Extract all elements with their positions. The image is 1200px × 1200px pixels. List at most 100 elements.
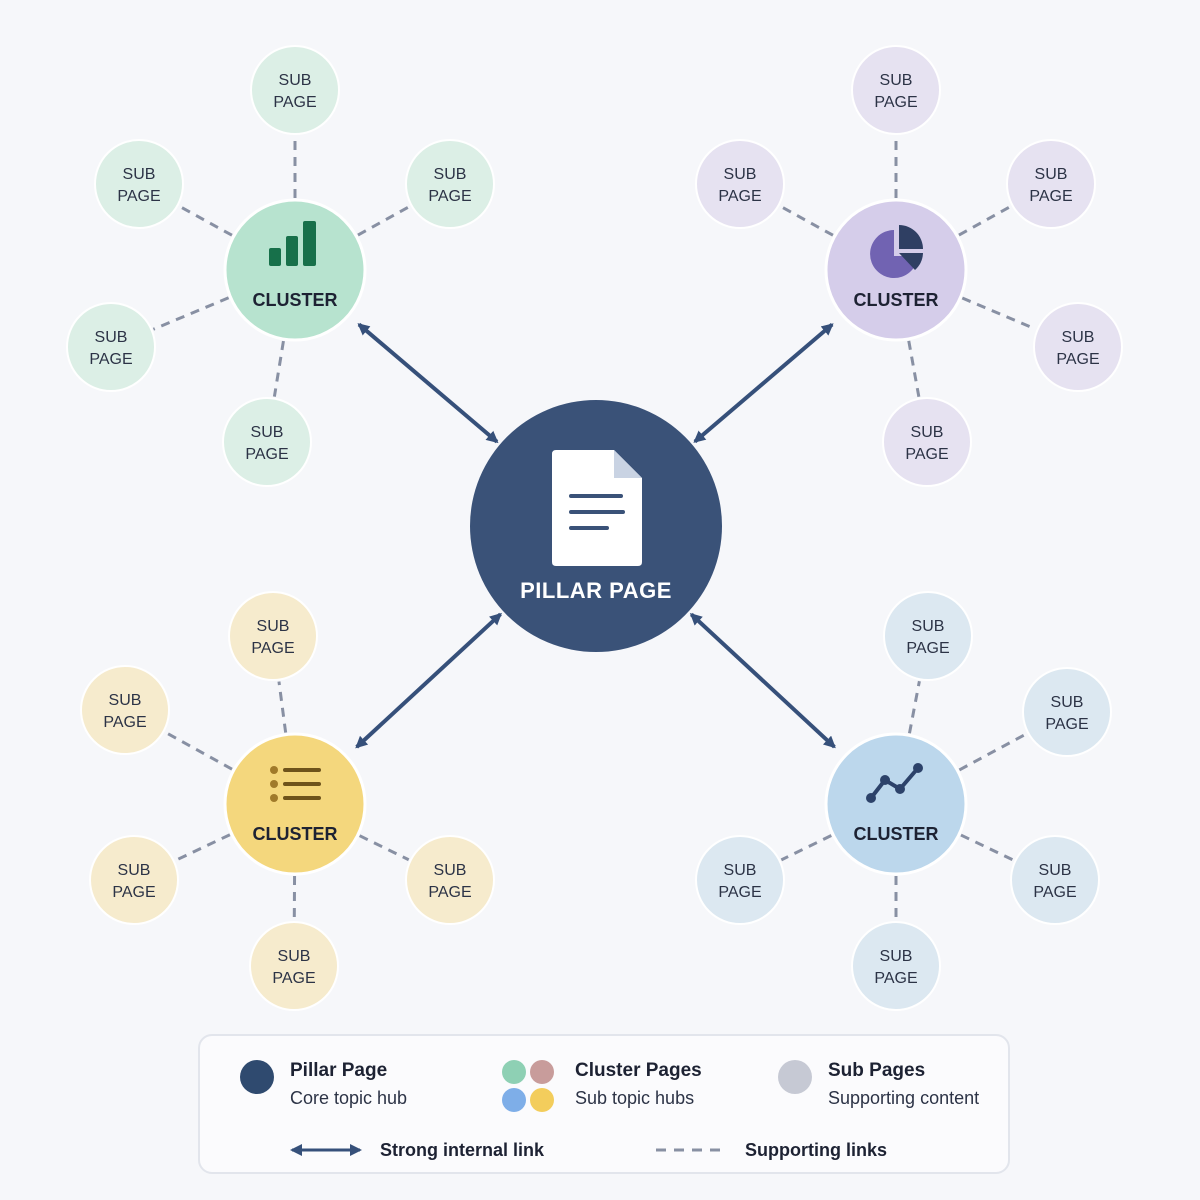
sub-page-circle bbox=[1033, 302, 1123, 392]
sub-page-circle bbox=[66, 302, 156, 392]
cluster-node-blue[interactable]: CLUSTER bbox=[824, 732, 968, 876]
supporting-link bbox=[164, 730, 233, 771]
sub-page-circle bbox=[1022, 667, 1112, 757]
strong-internal-links bbox=[355, 322, 836, 749]
sub-page-circle bbox=[695, 139, 785, 229]
sub-page-circle bbox=[89, 835, 179, 925]
legend-cluster-swatch bbox=[530, 1088, 554, 1112]
cluster-node-purple[interactable]: CLUSTER bbox=[824, 198, 968, 342]
strong-internal-link bbox=[357, 322, 499, 444]
supporting-link bbox=[277, 681, 288, 733]
legend-subpages: Sub Pages Supporting content bbox=[828, 1060, 979, 1109]
sub-page-circle bbox=[250, 45, 340, 135]
cluster-circle bbox=[824, 732, 968, 876]
legend-subpages-title: Sub Pages bbox=[828, 1060, 926, 1081]
line-chart-icon bbox=[866, 763, 923, 803]
legend-clusters-subtitle: Sub topic hubs bbox=[575, 1088, 695, 1108]
sub-page-circle bbox=[405, 835, 495, 925]
legend-clusters-title: Cluster Pages bbox=[575, 1060, 702, 1081]
legend-strong-link-label: Strong internal link bbox=[380, 1140, 545, 1160]
cluster-label: CLUSTER bbox=[854, 824, 939, 844]
sub-page-circle bbox=[249, 921, 339, 1011]
legend-supporting-link-label: Supporting links bbox=[745, 1140, 887, 1160]
legend: Pillar Page Core topic hub Cluster Pages… bbox=[198, 1034, 1010, 1174]
legend-subpages-swatch bbox=[778, 1060, 812, 1094]
supporting-link bbox=[960, 833, 1015, 862]
supporting-link bbox=[907, 680, 921, 734]
supporting-link bbox=[958, 205, 1012, 237]
sub-page-circle bbox=[882, 397, 972, 487]
bar-chart-icon bbox=[269, 221, 316, 266]
sub-page-circle bbox=[851, 921, 941, 1011]
supporting-links bbox=[152, 136, 1037, 921]
sub-page-circle bbox=[405, 139, 495, 229]
legend-supporting-link-icon bbox=[656, 1148, 726, 1152]
legend-cluster-swatch bbox=[530, 1060, 554, 1084]
pillar-page-node[interactable]: PILLAR PAGE bbox=[470, 400, 722, 652]
sub-page-circle bbox=[851, 45, 941, 135]
strong-internal-link bbox=[689, 612, 836, 749]
supporting-link bbox=[272, 340, 285, 397]
legend-pillar-title: Pillar Page bbox=[290, 1060, 388, 1081]
sub-page-circle bbox=[228, 591, 318, 681]
cluster-label: CLUSTER bbox=[854, 290, 939, 310]
document-icon bbox=[552, 450, 642, 566]
supporting-link bbox=[178, 204, 233, 237]
supporting-link bbox=[961, 296, 1037, 331]
cluster-label: CLUSTER bbox=[253, 290, 338, 310]
cluster-circle bbox=[223, 198, 367, 342]
cluster-node-green[interactable]: CLUSTER bbox=[223, 198, 367, 342]
cluster-circle bbox=[223, 732, 367, 876]
supporting-link bbox=[357, 205, 411, 237]
pie-chart-icon bbox=[870, 225, 923, 278]
supporting-link bbox=[779, 204, 834, 237]
sub-page-circle bbox=[695, 835, 785, 925]
cluster-node-yellow[interactable]: CLUSTER bbox=[223, 732, 367, 876]
sub-page-circle bbox=[94, 139, 184, 229]
legend-pillar-subtitle: Core topic hub bbox=[290, 1088, 408, 1108]
legend-subpages-subtitle: Supporting content bbox=[828, 1088, 980, 1108]
legend-cluster-swatch bbox=[502, 1060, 526, 1084]
supporting-link bbox=[152, 296, 230, 331]
sub-page-circle bbox=[80, 665, 170, 755]
supporting-link bbox=[907, 340, 921, 397]
